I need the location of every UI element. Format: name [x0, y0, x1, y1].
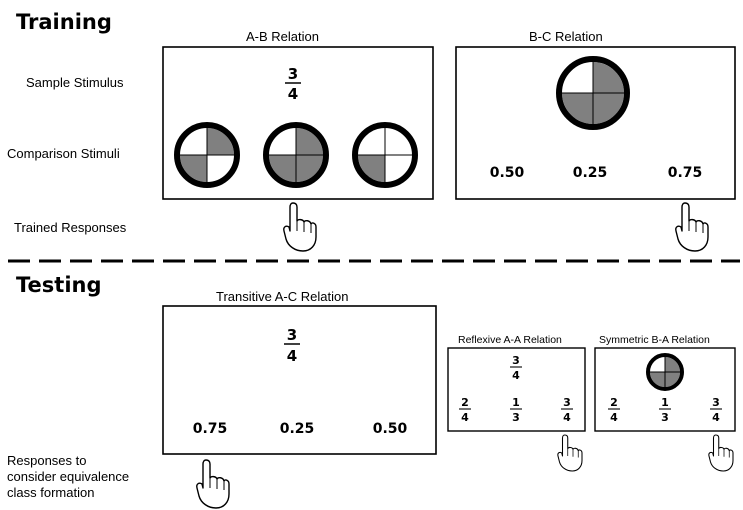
fraction-denominator: 4	[563, 411, 571, 424]
pointing-hand-icon	[675, 202, 709, 252]
ac-relation-box	[162, 305, 437, 455]
ac-comparison-value: 0.50	[373, 421, 408, 437]
pointing-hand-icon	[708, 434, 734, 472]
aa-relation-box	[447, 347, 586, 432]
responses-label-line: class formation	[7, 485, 94, 500]
aa-comparison-fraction: 3 4	[561, 396, 573, 424]
ab-relation-title: A-B Relation	[246, 29, 319, 44]
quarter-pie-icon	[263, 122, 329, 188]
fraction-denominator: 4	[461, 411, 469, 424]
bc-comparison-value: 0.75	[668, 165, 703, 181]
quarter-pie-icon	[646, 353, 684, 391]
fraction-numerator: 3	[512, 354, 520, 367]
quarter-pie-icon	[352, 122, 418, 188]
ac-sample-fraction: 3 4	[284, 326, 300, 365]
fraction-denominator: 4	[288, 85, 298, 103]
fraction-denominator: 3	[661, 411, 669, 424]
responses-label-line: consider equivalence	[7, 469, 129, 484]
quarter-pie-icon	[556, 56, 630, 130]
ab-sample-fraction: 3 4	[285, 65, 301, 103]
fraction-denominator: 4	[610, 411, 618, 424]
bc-relation-title: B-C Relation	[529, 29, 603, 44]
training-heading: Training	[16, 10, 112, 34]
aa-relation-title: Reflexive A-A Relation	[458, 334, 562, 346]
ac-comparison-value: 0.75	[193, 421, 228, 437]
bc-comparison-value: 0.50	[490, 165, 525, 181]
fraction-numerator: 2	[610, 396, 618, 409]
fraction-numerator: 3	[287, 326, 297, 344]
ac-relation-title: Transitive A-C Relation	[216, 289, 348, 304]
aa-sample-fraction: 3 4	[510, 354, 522, 382]
ac-comparison-value: 0.25	[280, 421, 315, 437]
ba-comparison-fraction: 3 4	[710, 396, 722, 424]
pointing-hand-icon	[557, 434, 583, 472]
label-sample-stimulus: Sample Stimulus	[26, 75, 124, 90]
fraction-numerator: 3	[712, 396, 720, 409]
pointing-hand-icon	[283, 202, 317, 252]
pointing-hand-icon	[196, 459, 230, 509]
bc-comparison-value: 0.25	[573, 165, 608, 181]
fraction-denominator: 4	[287, 347, 297, 365]
ab-relation-box	[162, 46, 434, 200]
fraction-denominator: 4	[712, 411, 720, 424]
fraction-numerator: 1	[661, 396, 669, 409]
fraction-numerator: 2	[461, 396, 469, 409]
fraction-numerator: 3	[288, 65, 298, 83]
testing-heading: Testing	[16, 273, 102, 297]
ba-comparison-fraction: 2 4	[608, 396, 620, 424]
aa-comparison-fraction: 1 3	[510, 396, 522, 424]
fraction-denominator: 3	[512, 411, 520, 424]
quarter-pie-icon	[174, 122, 240, 188]
label-comparison-stimuli: Comparison Stimuli	[7, 146, 120, 161]
bc-relation-box	[455, 46, 736, 200]
fraction-numerator: 1	[512, 396, 520, 409]
ba-relation-title: Symmetric B-A Relation	[599, 334, 710, 346]
label-trained-responses: Trained Responses	[14, 220, 127, 235]
fraction-numerator: 3	[563, 396, 571, 409]
aa-comparison-fraction: 2 4	[459, 396, 471, 424]
ba-comparison-fraction: 1 3	[659, 396, 671, 424]
fraction-denominator: 4	[512, 369, 520, 382]
responses-label-line: Responses to	[7, 453, 87, 468]
ba-relation-box	[594, 347, 736, 432]
